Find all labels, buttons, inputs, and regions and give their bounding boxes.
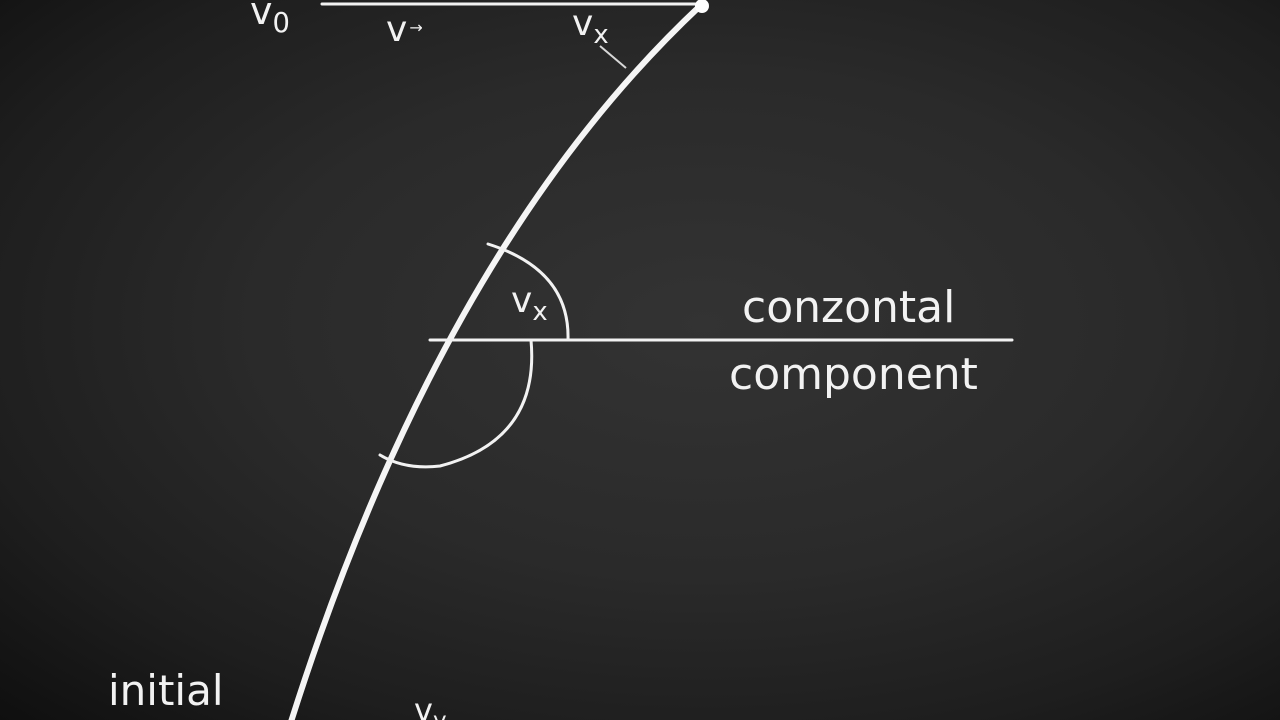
start-point [695, 0, 709, 13]
label-horizontal-line1: conzontal [742, 282, 956, 333]
trajectory-curve [288, 3, 703, 720]
label-vx-mid: vx [511, 280, 548, 327]
lower-angle-arc [378, 338, 534, 469]
label-horizontal-line2: component [729, 349, 978, 400]
label-v0: v0 [250, 0, 290, 40]
upper-angle-arc [486, 242, 570, 342]
label-vy-bottom: vy [414, 691, 447, 720]
label-initial: initial [108, 666, 224, 715]
label-v-arrow: v→ [386, 9, 423, 50]
label-vx-top: vx [572, 3, 609, 50]
vx-tick [599, 45, 627, 69]
